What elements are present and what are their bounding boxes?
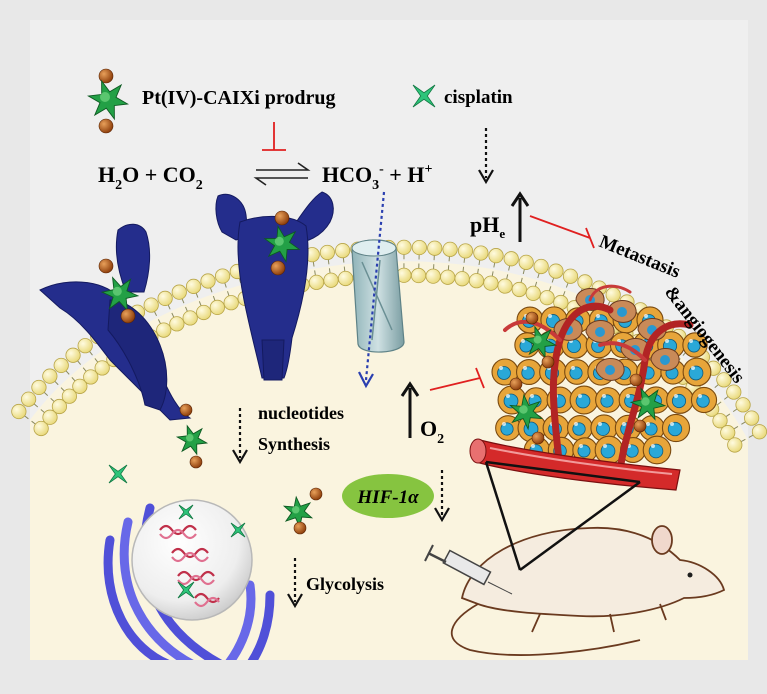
hif-label: HIF-1α [356, 487, 419, 508]
equilibrium-arrows [253, 162, 311, 186]
ph-label: pHe [470, 212, 505, 241]
nucleus [131, 499, 253, 621]
cisplatin-label: cisplatin [444, 87, 513, 108]
drug-molecules [87, 68, 667, 599]
mouse-illustration [450, 525, 726, 656]
syringe-icon [424, 544, 513, 595]
dna-strands [159, 524, 220, 608]
arrows [232, 128, 530, 609]
caix-enzyme-center [215, 191, 334, 381]
o2-label: O2 [420, 416, 444, 447]
nucleotides-label: nucleotides [258, 403, 344, 423]
hif-badge [342, 474, 434, 518]
reaction-right: HCO3- + H+ [322, 162, 432, 193]
caix-enzyme-left [39, 223, 192, 421]
glycolysis-label: Glycolysis [306, 574, 384, 594]
synthesis-label: Synthesis [258, 434, 330, 454]
bicarbonate-transporter [351, 239, 405, 353]
transport-arrow [358, 191, 386, 389]
inhibition-marks [262, 122, 595, 391]
zoom-lines [484, 460, 641, 572]
main-blood-vessel [469, 438, 681, 491]
reaction-left: H2O + CO2 [98, 162, 203, 193]
tumor-blood-vessels [503, 284, 694, 474]
prodrug-label: Pt(IV)-CAIXi prodrug [142, 87, 336, 109]
